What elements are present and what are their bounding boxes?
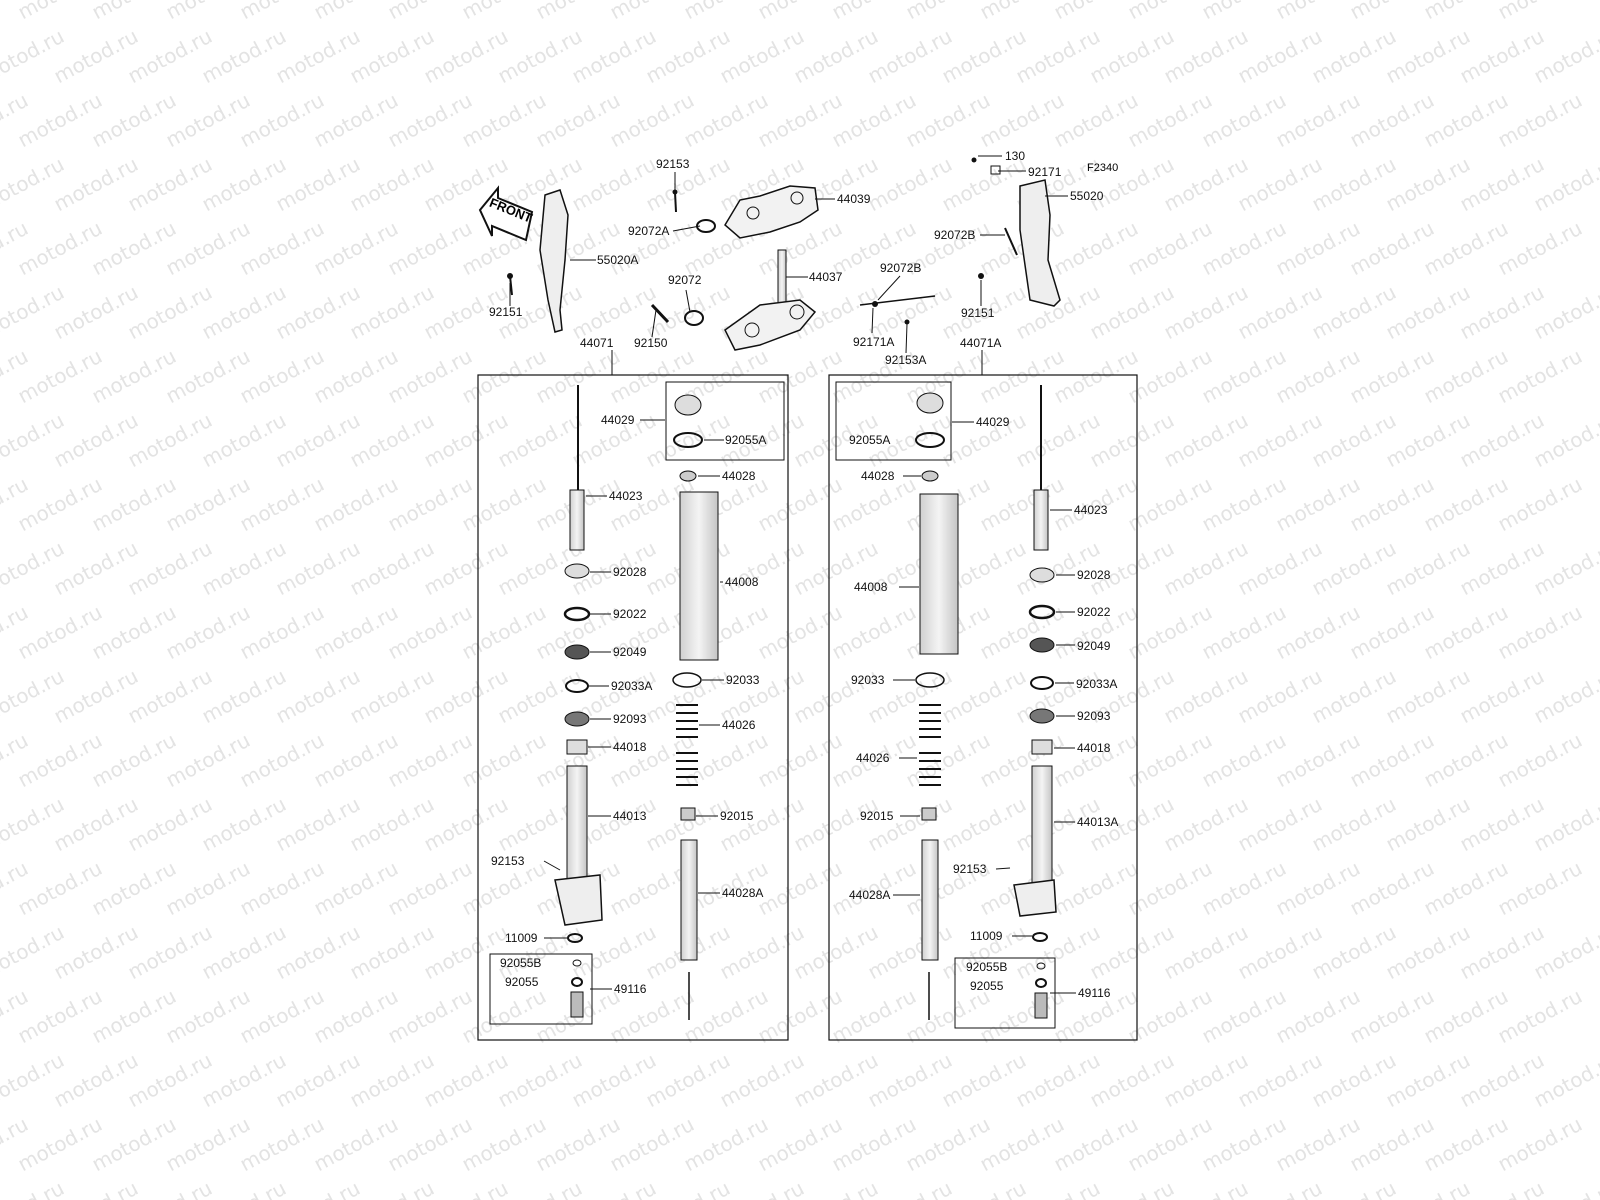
part-label: 92153A <box>885 353 926 367</box>
part-label: 92153 <box>491 854 525 868</box>
steering-stem <box>777 249 787 311</box>
part-label: 44039 <box>837 192 871 206</box>
part-label: 44023 <box>1074 503 1108 517</box>
part-label: 44028 <box>861 469 895 483</box>
part-label: 92049 <box>613 645 647 659</box>
lower-bracket <box>724 299 817 351</box>
diagram-code: F2340 <box>1087 162 1118 174</box>
part-label: 11009 <box>505 931 538 945</box>
part-label: 11009 <box>970 929 1003 943</box>
leader-line <box>672 225 701 232</box>
part-label: 44028 <box>722 469 756 483</box>
part-label: 92028 <box>1077 568 1111 582</box>
cap-subbox-left <box>665 381 785 461</box>
fork-cover-left <box>539 189 569 333</box>
leader-line <box>685 289 691 313</box>
part-label: 130 <box>1005 149 1025 163</box>
part-label: 92153 <box>656 157 690 171</box>
part-label: 44026 <box>856 751 890 765</box>
part-label: 44028A <box>849 888 890 902</box>
part-label: 92028 <box>613 565 647 579</box>
part-label: 92055A <box>849 433 890 447</box>
part-label: 44029 <box>976 415 1010 429</box>
part-label: 44018 <box>1077 741 1111 755</box>
assembly-box-left <box>477 374 789 1041</box>
part-label: 44028A <box>722 886 763 900</box>
part-label: 55020A <box>597 253 638 267</box>
part-label: 92022 <box>613 607 647 621</box>
part-label: 92072A <box>628 224 669 238</box>
part-label: 92033 <box>851 673 885 687</box>
part-label: 92151 <box>961 306 995 320</box>
part-label: 92033 <box>726 673 760 687</box>
front-arrow-icon: FRONT <box>478 185 535 242</box>
left-column-labels: 44029 92055A 44028 44023 44008 92028 92022 9204… <box>491 413 766 996</box>
assembly-box-right <box>828 374 1138 1041</box>
leader-line <box>651 309 657 338</box>
part-label: 92055B <box>966 960 1007 974</box>
part-label: 92151 <box>489 305 523 319</box>
part-label: 44071A <box>960 336 1001 350</box>
leader-line <box>871 307 874 334</box>
part-label: 92072B <box>934 228 975 242</box>
leader-line <box>905 323 908 354</box>
leader-line <box>995 867 1011 870</box>
part-label: 44029 <box>601 413 635 427</box>
part-label: 92033A <box>611 679 652 693</box>
part-label: 44018 <box>613 740 647 754</box>
part-label: 92072B <box>880 261 921 275</box>
part-label: 92022 <box>1077 605 1111 619</box>
part-label: 92153 <box>953 862 987 876</box>
assembly-labels: 44071 44071A <box>580 336 1001 350</box>
part-label: 92171 <box>1028 165 1062 179</box>
part-label: 44026 <box>722 718 756 732</box>
part-label: 44023 <box>609 489 643 503</box>
part-label: 44013A <box>1077 815 1118 829</box>
part-label: 92055B <box>500 956 541 970</box>
part-label: 92033A <box>1076 677 1117 691</box>
part-label: 92093 <box>1077 709 1111 723</box>
part-label: 92072 <box>668 273 702 287</box>
fork-cover-right <box>1019 179 1061 307</box>
part-label: 92093 <box>613 712 647 726</box>
part-label: 44008 <box>854 580 888 594</box>
part-label: 44071 <box>580 336 614 350</box>
part-label: 92055 <box>970 979 1004 993</box>
part-label: 92055A <box>725 433 766 447</box>
part-label: 44013 <box>613 809 647 823</box>
part-label: 44037 <box>809 270 843 284</box>
part-label: 92015 <box>860 809 894 823</box>
part-label: 92049 <box>1077 639 1111 653</box>
part-label: 44008 <box>725 575 759 589</box>
part-label: 49116 <box>614 982 647 996</box>
leader-line <box>877 275 901 301</box>
cap-subbox-right <box>835 381 952 461</box>
top-labels: 92153 44039 92072A 44037 92072 92150 92072B 921… <box>489 149 1104 367</box>
upper-bracket <box>724 185 819 239</box>
part-label: 49116 <box>1078 986 1111 1000</box>
part-label: 92055 <box>505 975 539 989</box>
part-label: 92171A <box>853 335 894 349</box>
right-column-labels: 44029 92055A 44028 44023 44008 92028 92022 9204… <box>849 415 1118 1000</box>
leader-line <box>543 860 561 871</box>
part-label: 92015 <box>720 809 754 823</box>
part-label: 55020 <box>1070 189 1104 203</box>
part-label: 92150 <box>634 336 668 350</box>
